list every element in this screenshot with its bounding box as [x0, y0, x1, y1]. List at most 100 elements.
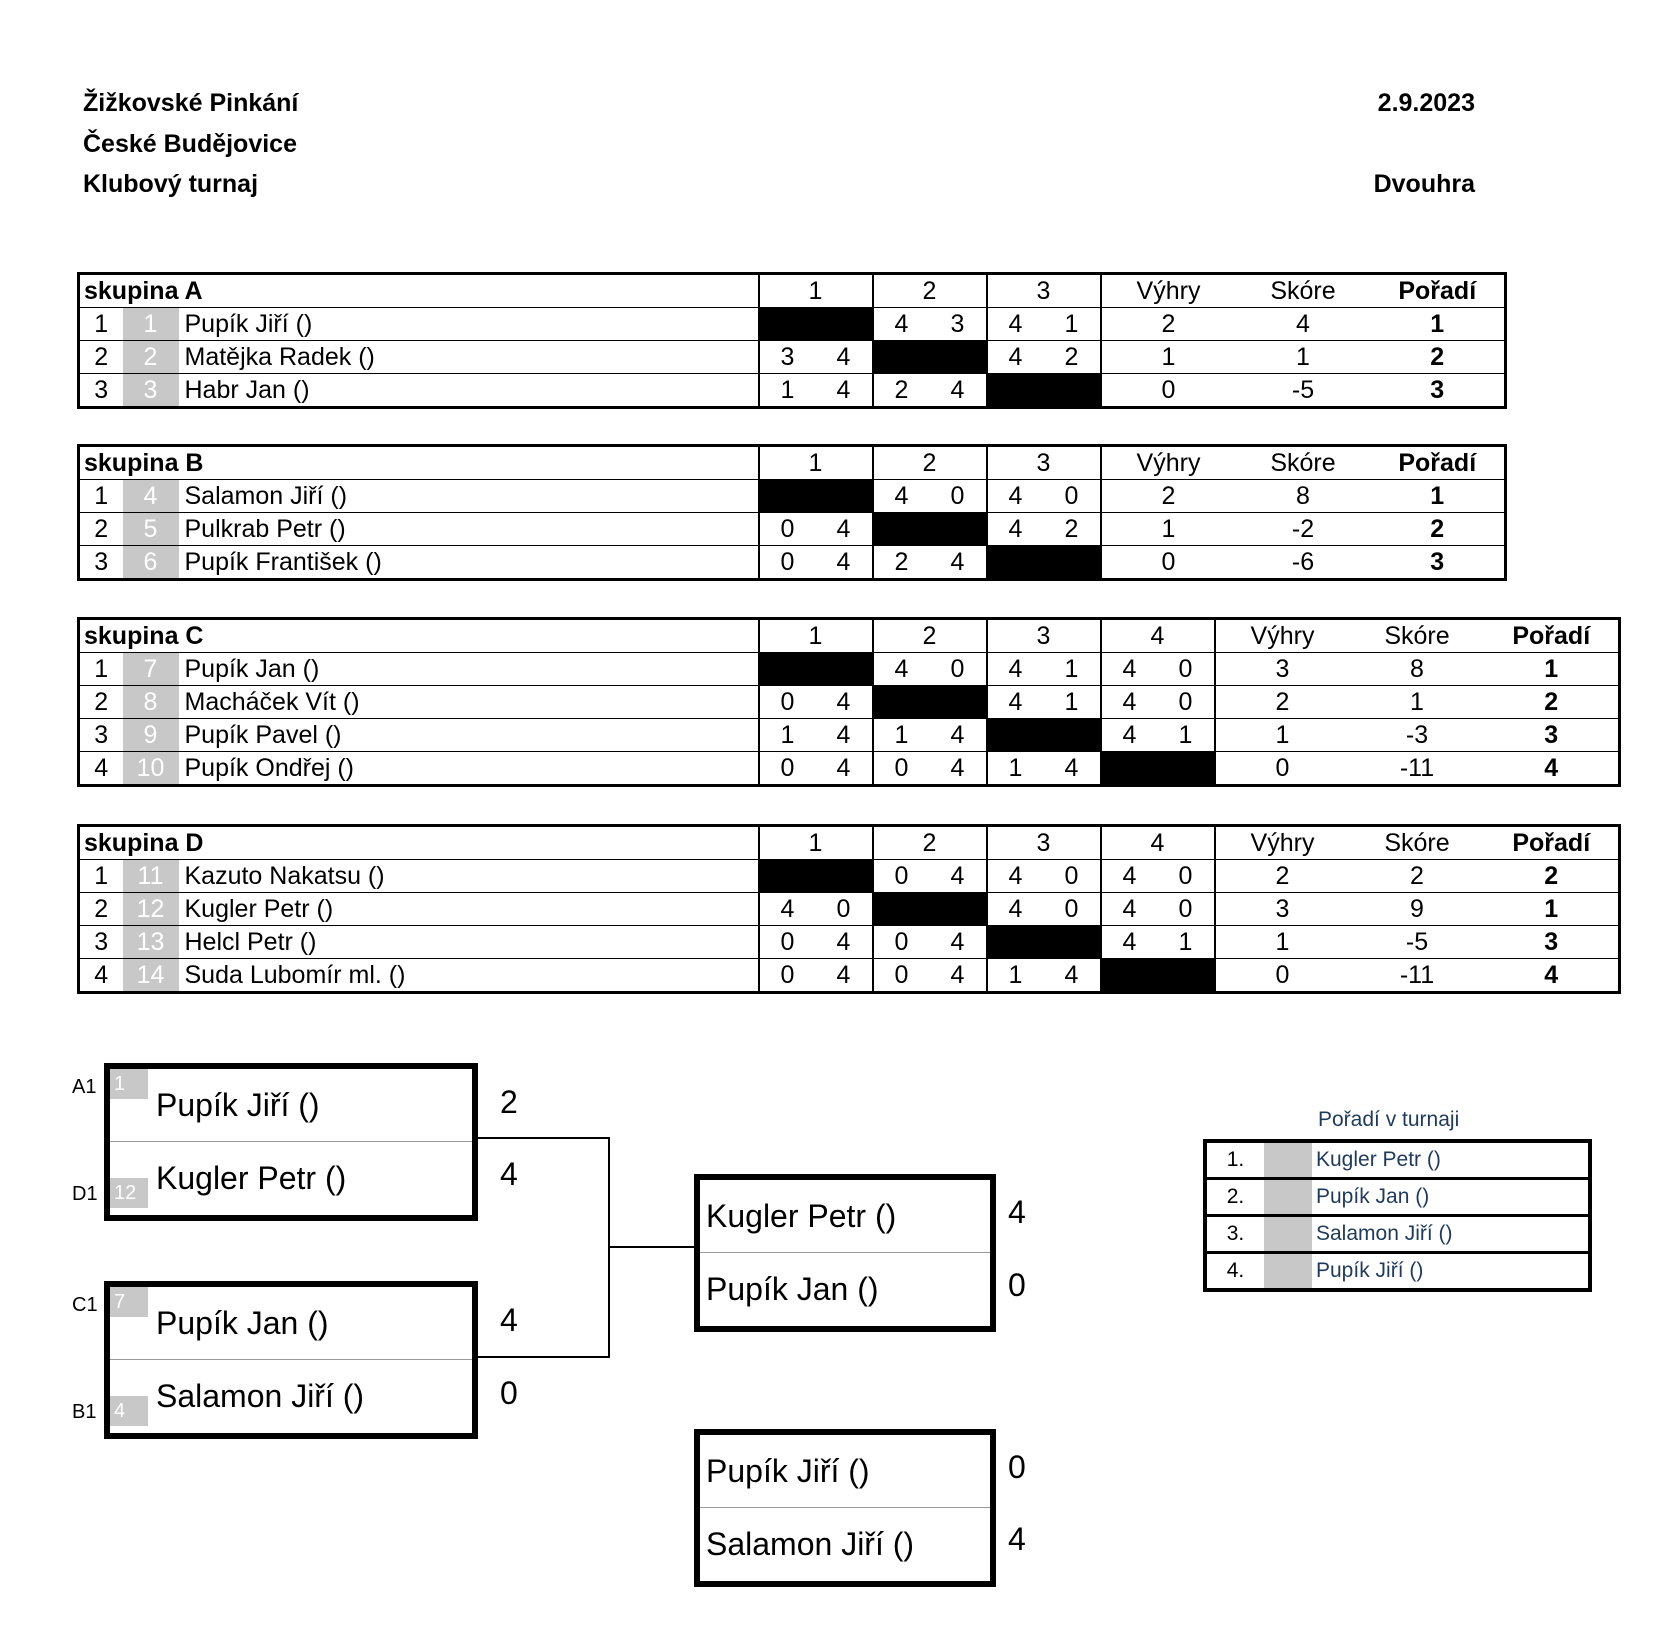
bracket-connector: [472, 1137, 610, 1139]
score-value: 4: [1235, 307, 1371, 341]
player-name: Kazuto Nakatsu (): [178, 859, 760, 893]
opponent-column-header: 2: [872, 445, 988, 480]
match-score: 0: [780, 754, 795, 782]
final-top-player: Kugler Petr (): [700, 1180, 990, 1253]
wins-value: 1: [1214, 718, 1350, 752]
opponent-column-header: 3: [986, 445, 1102, 480]
semifinal-2-bottom-player: Salamon Jiří (): [156, 1378, 365, 1414]
seed-badge: 14: [122, 958, 179, 993]
wins-value: 0: [1275, 961, 1290, 989]
score-value: 1: [1235, 340, 1371, 374]
opponent-column-header: 4: [1100, 825, 1216, 860]
rank-header: Pořadí: [1370, 273, 1506, 308]
match-score: 4: [929, 859, 988, 893]
score: 0: [1008, 1449, 1026, 1485]
rank-value: 3: [1430, 548, 1445, 576]
match-score: 3: [758, 340, 816, 374]
wins-value: 2: [1100, 307, 1236, 341]
score: 2: [500, 1084, 518, 1120]
match-score: 4: [986, 479, 1044, 513]
rank-header: Pořadí: [1370, 445, 1506, 480]
match-score: 1: [1008, 961, 1023, 989]
score-header: Skóre: [1235, 445, 1371, 480]
match-score: 4: [758, 892, 816, 926]
match-score: 1: [1043, 652, 1102, 686]
opponent-column-header: 1: [758, 825, 874, 860]
wins-value: 3: [1214, 892, 1350, 926]
score: 4: [1008, 1194, 1026, 1230]
opponent-column-header: 2: [872, 825, 988, 860]
group-name: skupina A: [78, 273, 760, 308]
score: 4: [1008, 1521, 1026, 1557]
standings-name: Pupík Jiří (): [1316, 1259, 1424, 1282]
match-score: 4: [872, 479, 930, 513]
seed-badge: 12: [122, 892, 179, 926]
rank-value: 2: [1484, 859, 1620, 893]
match-score: 4: [986, 685, 1044, 719]
semifinal-1-top-player: Pupík Jiří (): [110, 1069, 472, 1142]
rank-value: 2: [1370, 512, 1506, 546]
standings-name: Kugler Petr (): [1312, 1141, 1590, 1180]
player-name: Suda Lubomír ml. (): [178, 958, 760, 993]
score-value: -11: [1399, 754, 1435, 782]
opponent-column-header: 1: [758, 273, 874, 308]
player-position: 3: [94, 548, 109, 576]
player-name: Pupík František (): [178, 545, 760, 580]
final-box: Kugler Petr () Pupík Jan (): [694, 1174, 996, 1332]
match-score: 4: [929, 925, 988, 959]
player-name: Salamon Jiří (): [178, 479, 760, 513]
standings-position: 1.: [1205, 1141, 1264, 1180]
score-value: -2: [1235, 512, 1371, 546]
player-position: 4: [94, 961, 109, 989]
standings-name: Pupík Jan (): [1312, 1178, 1590, 1217]
third-place-box: Pupík Jiří () Salamon Jiří (): [694, 1429, 996, 1587]
score-header: Skóre: [1349, 618, 1485, 653]
seed-badge: 11: [122, 859, 179, 893]
match-score: 4: [1043, 958, 1102, 993]
rank-value: 3: [1484, 925, 1620, 959]
group-name: skupina D: [78, 825, 760, 860]
match-score: 4: [872, 307, 930, 341]
match-score: 0: [758, 685, 816, 719]
event-date: 2.9.2023: [1377, 89, 1475, 117]
match-score: 0: [1157, 859, 1216, 893]
self-match-cell: [872, 340, 988, 374]
match-score: 4: [815, 718, 874, 752]
opponent-column-header: 3: [986, 825, 1102, 860]
match-score: 0: [815, 892, 874, 926]
standings-table: 1. Kugler Petr () 2. Pupík Jan () 3. Sal…: [1203, 1139, 1592, 1292]
qualifier-label: C1: [72, 1294, 98, 1316]
match-score: 1: [758, 718, 816, 752]
seed-badge: 4: [110, 1396, 148, 1426]
wins-value: 0: [1275, 754, 1290, 782]
player-position: 4: [94, 754, 109, 782]
player-name: Pupík Ondřej (): [178, 751, 760, 786]
self-match-cell: [872, 512, 988, 546]
player-position: 1: [78, 307, 123, 341]
seed-badge: 8: [122, 685, 179, 719]
match-score: 4: [929, 545, 988, 580]
player-name: Habr Jan (): [178, 373, 760, 408]
event-name: Klubový turnaj: [83, 170, 259, 198]
player-position: 3: [78, 718, 123, 752]
match-score: 1: [1043, 307, 1102, 341]
seed-badge: 4: [122, 479, 179, 513]
opponent-column-header: 2: [872, 273, 988, 308]
player-position: 3: [94, 376, 109, 404]
seed-badge: 5: [122, 512, 179, 546]
seed-badge: 7: [110, 1287, 148, 1317]
seed-cell: [1264, 1215, 1312, 1254]
semifinal-2-box: Pupík Jan () Salamon Jiří (): [104, 1281, 478, 1439]
seed-badge: 1: [110, 1069, 148, 1099]
wins-header: Výhry: [1100, 445, 1236, 480]
self-match-cell: [986, 718, 1102, 752]
